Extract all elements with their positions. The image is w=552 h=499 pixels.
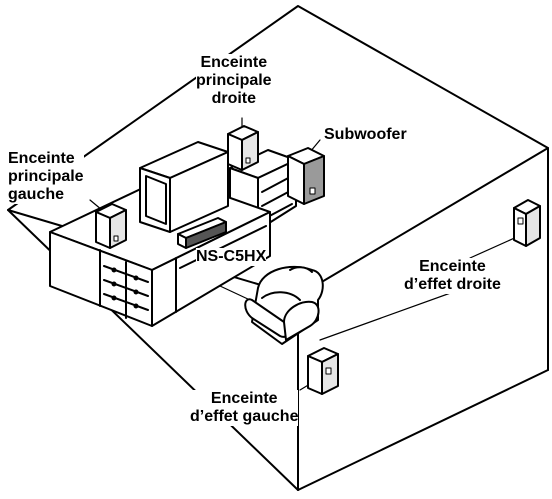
front-left-speaker xyxy=(95,203,127,249)
front-right-label: Enceinte principale droite xyxy=(196,54,272,108)
front-left-label: Enceinte principale gauche xyxy=(8,150,84,204)
surround-right-label: Enceinte d’effet droite xyxy=(404,258,501,294)
television xyxy=(139,141,229,233)
surround-left-label: Enceinte d’effet gauche xyxy=(190,390,299,426)
front-right-speaker xyxy=(227,125,259,171)
subwoofer-label: Subwoofer xyxy=(324,126,407,144)
subwoofer-speaker xyxy=(287,147,325,205)
surround-left-speaker xyxy=(307,347,339,395)
surround-right-speaker xyxy=(513,199,541,247)
center-speaker xyxy=(177,217,227,249)
armchair xyxy=(244,265,324,345)
center-speaker-label: NS-C5HX xyxy=(196,248,267,266)
